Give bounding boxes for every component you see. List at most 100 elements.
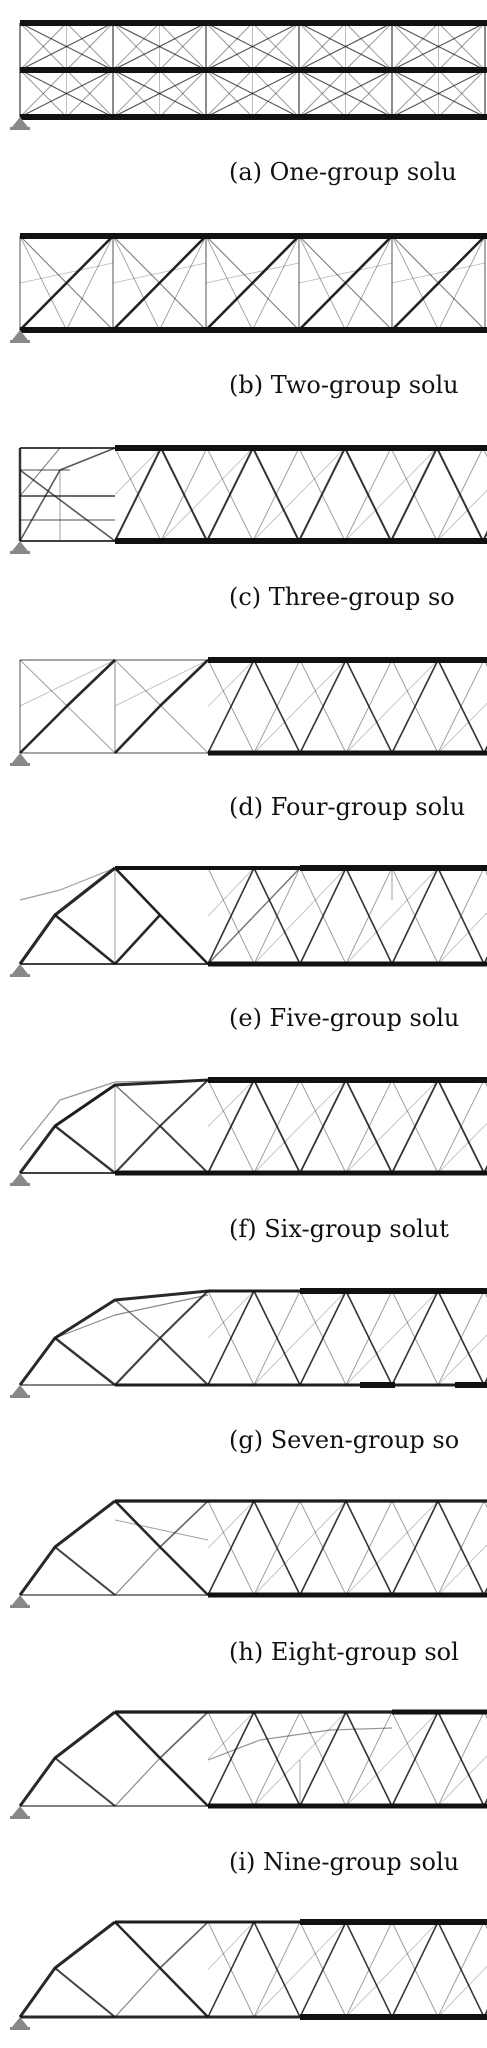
truss-bar bbox=[391, 1711, 439, 1760]
truss-bar bbox=[391, 22, 439, 71]
truss-bar bbox=[345, 867, 393, 965]
caption-f: (f) Six-group solut bbox=[229, 1215, 449, 1243]
truss-bar bbox=[299, 867, 347, 917]
truss-panel-g bbox=[10, 1288, 487, 1398]
truss-bar bbox=[437, 1290, 485, 1386]
truss-bar bbox=[252, 447, 300, 542]
truss-bar bbox=[391, 1290, 439, 1386]
support-base bbox=[10, 2027, 30, 2030]
truss-bar bbox=[160, 447, 208, 542]
truss-bar bbox=[345, 1969, 393, 2018]
truss-bar bbox=[299, 1290, 347, 1386]
truss-bar bbox=[298, 447, 346, 542]
truss-bar bbox=[114, 1337, 161, 1386]
truss-bar bbox=[114, 447, 162, 542]
truss-bar bbox=[253, 1290, 301, 1386]
truss-bar bbox=[438, 22, 486, 71]
truss-bar bbox=[159, 1757, 209, 1807]
pin-support-icon bbox=[12, 1173, 28, 1183]
truss-bar bbox=[390, 447, 438, 542]
truss-bar bbox=[65, 235, 114, 284]
truss-bar bbox=[345, 1290, 393, 1386]
truss-bar bbox=[345, 1921, 393, 2018]
truss-bar bbox=[114, 447, 162, 542]
truss-bar bbox=[391, 235, 439, 331]
truss-bar bbox=[298, 69, 346, 118]
truss-bar bbox=[298, 235, 393, 331]
pin-support-icon bbox=[12, 330, 28, 340]
truss-bar bbox=[114, 659, 209, 754]
truss-bar bbox=[391, 1290, 439, 1339]
truss-bar bbox=[345, 1547, 393, 1596]
truss-bar bbox=[18, 1499, 116, 1596]
truss-bar bbox=[205, 69, 300, 118]
truss-bar bbox=[344, 235, 393, 284]
support-base bbox=[10, 763, 30, 766]
truss-bar bbox=[345, 1711, 393, 1807]
truss-bar bbox=[159, 69, 207, 118]
truss-bar bbox=[391, 1079, 439, 1127]
truss-bar bbox=[345, 1500, 393, 1596]
truss-bar bbox=[19, 69, 114, 118]
truss-bar bbox=[207, 659, 255, 707]
truss-bar bbox=[299, 1500, 347, 1596]
truss-bar bbox=[345, 69, 393, 118]
truss-bar bbox=[207, 1079, 255, 1174]
truss-bar bbox=[252, 235, 300, 331]
truss-bar bbox=[253, 659, 301, 754]
truss-bar bbox=[112, 235, 207, 331]
truss-bar bbox=[158, 235, 207, 284]
truss-bar bbox=[391, 282, 440, 331]
truss-bar bbox=[253, 1711, 301, 1807]
truss-bar bbox=[391, 1290, 439, 1386]
truss-panel-j bbox=[10, 1919, 487, 2030]
pin-support-icon bbox=[12, 1806, 28, 1816]
truss-bar bbox=[437, 659, 485, 754]
truss-bar bbox=[19, 22, 67, 71]
truss-bar bbox=[207, 1290, 255, 1386]
truss-bar bbox=[299, 659, 347, 754]
truss-bar bbox=[344, 494, 392, 542]
truss-bar bbox=[299, 1711, 347, 1807]
truss-bar bbox=[19, 659, 116, 754]
truss-bar bbox=[252, 69, 300, 118]
truss-bar bbox=[253, 1547, 301, 1596]
truss-bar bbox=[59, 447, 116, 471]
truss-bar bbox=[345, 659, 393, 754]
truss-bar bbox=[114, 1546, 161, 1596]
caption-e: (e) Five-group solu bbox=[229, 1004, 460, 1032]
truss-bar bbox=[252, 69, 300, 118]
truss-bar bbox=[205, 235, 300, 331]
truss-bar bbox=[437, 1921, 485, 2018]
truss-bar bbox=[207, 1500, 255, 1596]
truss-bar bbox=[298, 69, 393, 118]
truss-bar bbox=[482, 447, 487, 458]
truss-bar bbox=[391, 1921, 439, 2018]
pin-support-icon bbox=[12, 117, 28, 127]
truss-bar bbox=[391, 235, 486, 331]
truss-bar bbox=[345, 69, 393, 118]
truss-bar bbox=[299, 1079, 347, 1174]
support-base bbox=[10, 551, 30, 554]
truss-bar bbox=[18, 1078, 209, 1174]
truss-bar bbox=[159, 22, 207, 71]
truss-bar bbox=[253, 1079, 301, 1174]
truss-bar bbox=[299, 1500, 347, 1549]
truss-bar bbox=[114, 1757, 161, 1807]
truss-bar bbox=[299, 1921, 347, 2018]
truss-bar bbox=[253, 915, 301, 965]
truss-bar bbox=[253, 1337, 301, 1386]
truss-bar bbox=[438, 22, 486, 71]
truss-bar bbox=[299, 1079, 347, 1127]
truss-bar bbox=[159, 1079, 209, 1127]
truss-bar bbox=[19, 1079, 209, 1151]
truss-bar bbox=[207, 1079, 255, 1127]
truss-bar bbox=[66, 659, 116, 707]
truss-bar bbox=[252, 22, 300, 71]
truss-bar bbox=[391, 69, 439, 118]
truss-bar bbox=[159, 1500, 209, 1548]
truss-bar bbox=[298, 22, 393, 71]
truss-bar bbox=[345, 915, 393, 965]
truss-bar bbox=[207, 1921, 255, 2018]
truss-bar bbox=[298, 262, 393, 284]
